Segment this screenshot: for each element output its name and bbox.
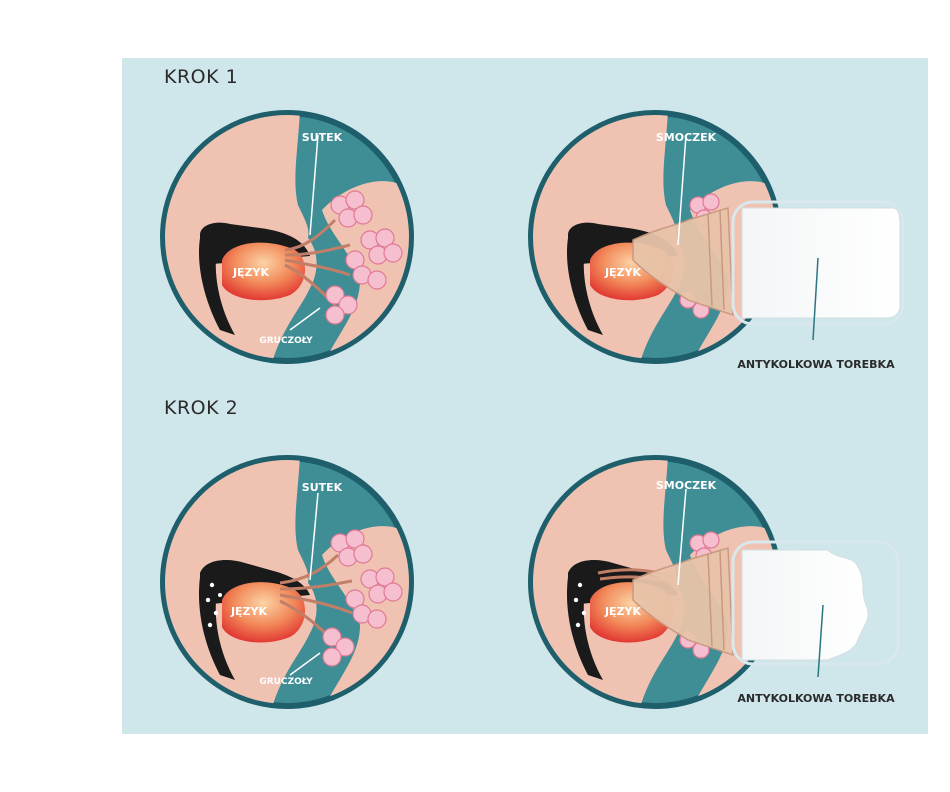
- tongue-label: JĘZYK: [604, 605, 642, 618]
- milk-drops: [205, 582, 222, 628]
- bottle-teat: [632, 547, 734, 657]
- anticolic-bag-collapsed: [741, 549, 869, 661]
- step-2-breast-illustration: SUTEK JĘZYK GRUCZOŁY: [160, 455, 414, 709]
- step-2-bottle-illustration: SMOCZEK JĘZYK ANTYKOLKOWA TOREBKA: [528, 455, 900, 709]
- teat-ring-lines: [707, 210, 725, 311]
- teat-ring-lines: [707, 550, 725, 651]
- teat-label: SMOCZEK: [656, 479, 717, 492]
- step-2-title: KROK 2: [164, 397, 239, 419]
- anticolic-bag: [741, 207, 901, 319]
- bag-label: ANTYKOLKOWA TOREBKA: [737, 692, 895, 705]
- throat: [566, 238, 603, 335]
- tongue-label: JĘZYK: [230, 605, 268, 618]
- tongue-label: JĘZYK: [604, 266, 642, 279]
- bottle-body: [731, 200, 905, 326]
- step-1-breast-illustration: SUTEK JĘZYK GRUCZOŁY: [160, 110, 414, 364]
- throat: [198, 238, 235, 335]
- glands-label: GRUCZOŁY: [259, 677, 313, 687]
- step-1-title: KROK 1: [164, 66, 239, 88]
- bottle-teat: [632, 207, 734, 317]
- teat-label: SMOCZEK: [656, 131, 717, 144]
- nipple-label: SUTEK: [302, 481, 343, 494]
- glands: [325, 190, 403, 325]
- tongue-label: JĘZYK: [232, 266, 270, 279]
- step-1-bottle-illustration: SMOCZEK JĘZYK ANTYKOLKOWA TOREBKA: [528, 110, 905, 371]
- nipple-label: SUTEK: [302, 131, 343, 144]
- tongue: [222, 242, 306, 301]
- milk-ducts: [279, 553, 353, 647]
- glands-label: GRUCZOŁY: [259, 336, 313, 346]
- glands: [322, 529, 403, 667]
- milk-drops: [573, 582, 587, 628]
- bag-label: ANTYKOLKOWA TOREBKA: [737, 358, 895, 371]
- throat: [198, 577, 235, 680]
- throat: [566, 577, 603, 680]
- bottle-body: [731, 540, 900, 666]
